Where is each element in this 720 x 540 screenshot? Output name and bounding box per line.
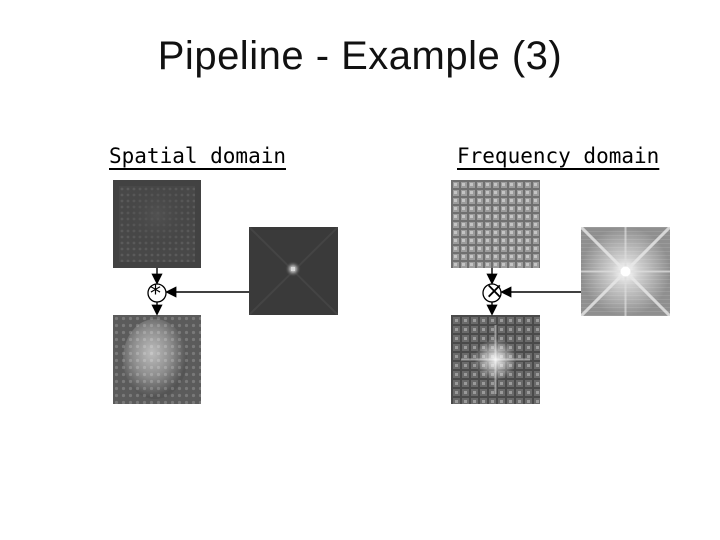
multiplication-operator: × (485, 279, 504, 304)
convolution-operator: * (150, 282, 161, 307)
frequency-filter-spectrum (581, 227, 670, 316)
frequency-pipeline-arrows (482, 268, 581, 316)
spatial-domain-label: Spatial domain (109, 144, 287, 168)
spatial-filter-kernel (249, 227, 338, 315)
spatial-pipeline-arrows (147, 268, 249, 316)
frequency-domain-label: Frequency domain (457, 144, 660, 168)
frequency-output-spectrum (451, 315, 540, 404)
spatial-input-image (113, 180, 201, 268)
spatial-output-image (113, 315, 201, 404)
slide-title: Pipeline - Example (3) (157, 34, 563, 78)
frequency-input-spectrum (451, 180, 540, 268)
